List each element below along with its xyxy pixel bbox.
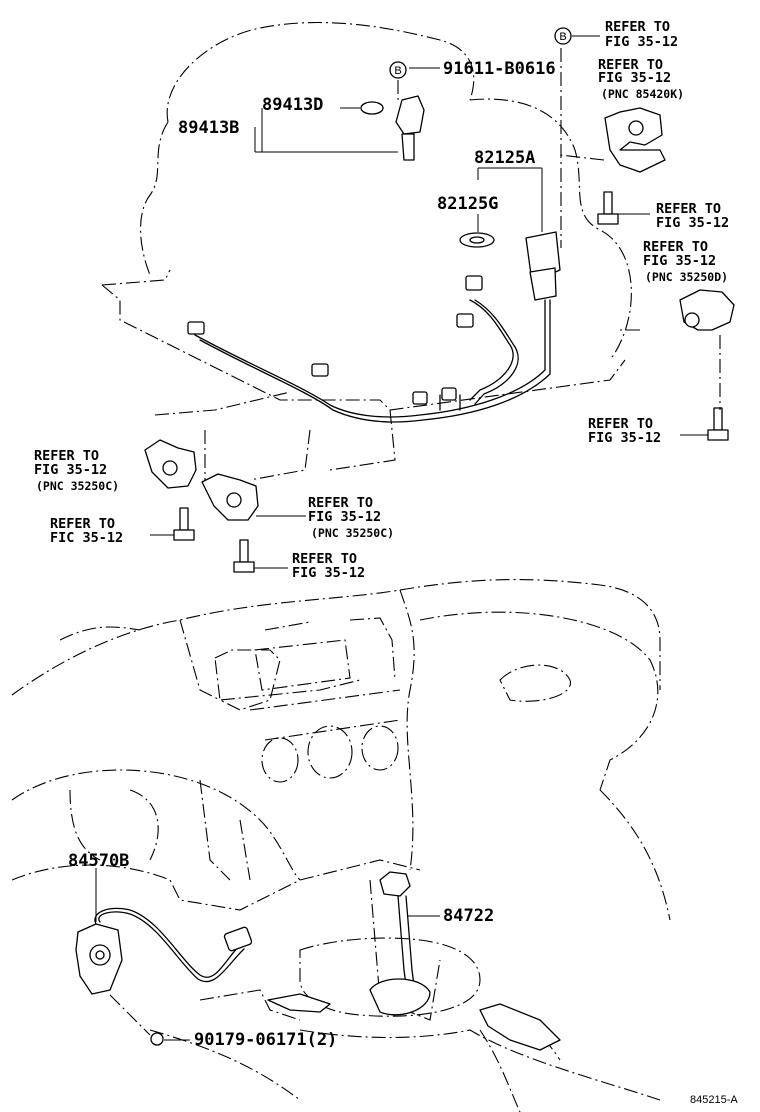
label-84570B: 84570B [68,851,129,871]
connector-82125A [459,231,561,301]
shift-lever-84722 [267,871,561,1051]
ref-85420K-line2: FIG 35-12 [598,70,671,86]
ref-bolt-left1-line1: REFER TO [50,516,115,532]
ref-bolt-right2-line1: REFER TO [588,416,653,432]
ref-bolt-left2-line1: REFER TO [292,551,357,567]
svg-text:B: B [559,31,566,43]
bracket-35250C-mid [201,473,259,521]
engine-outline [101,21,632,481]
label-91611-B0616: 91611-B0616 [443,59,556,79]
bracket-35250C-left [144,439,197,489]
marker-b-1: B [389,61,407,79]
leader-lines [95,35,708,1041]
ref-35250D-pnc: (PNC 35250D) [645,270,728,284]
ref-left-35250C-line1: REFER TO [34,448,99,464]
ref-left-35250C-pnc: (PNC 35250C) [36,479,119,493]
ref-85420K-line1: REFER TO [598,57,663,73]
label-84722: 84722 [443,906,494,926]
ref-bolt-right2-line2: FIG 35-12 [588,430,661,446]
label-82125A: 82125A [474,148,535,168]
assembly-lines [397,48,721,410]
ref-top-b-line2: FIG 35-12 [605,34,678,50]
ref-35250D-line2: FIG 35-12 [643,253,716,269]
wire-harness [187,275,551,423]
label-89413B: 89413B [178,118,239,138]
ref-mid-35250C-line2: FIG 35-12 [308,509,381,525]
bracket-35250D [679,289,735,331]
switch-84570B [75,907,253,1046]
label-90179-06171: 90179-06171(2) [194,1030,337,1050]
label-89413D: 89413D [262,95,323,115]
ref-bolt-left2-line2: FIG 35-12 [292,565,365,581]
ref-top-b-line1: REFER TO [605,19,670,35]
bracket-85420K [604,107,666,173]
drawing-code: 845215-A [690,1094,738,1106]
bolts [173,191,729,573]
ref-mid-35250C-pnc: (PNC 35250C) [311,526,394,540]
ref-bolt-right1-line1: REFER TO [656,201,721,217]
ref-left-35250C-line2: FIG 35-12 [34,462,107,478]
ref-85420K-pnc: (PNC 85420K) [601,87,684,101]
dashboard-outline [11,579,671,921]
ref-mid-35250C-line1: REFER TO [308,495,373,511]
svg-text:B: B [394,65,401,77]
ref-bolt-right1-line2: FIG 35-12 [656,215,729,231]
marker-b-2: B [554,27,572,45]
speed-sensor-89413B [360,95,425,161]
ref-bolt-left1-line2: FIC 35-12 [50,530,123,546]
label-82125G: 82125G [437,194,498,214]
ref-35250D-line1: REFER TO [643,239,708,255]
